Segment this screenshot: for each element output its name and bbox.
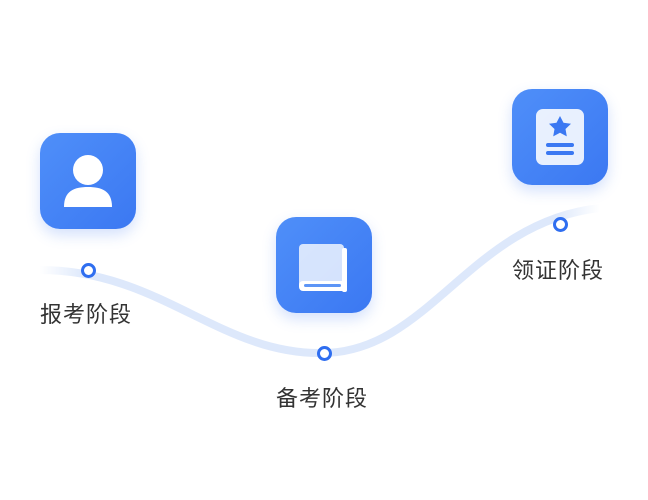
certificate-icon	[536, 109, 584, 165]
stage-register-tile	[40, 133, 136, 229]
user-icon	[64, 155, 112, 207]
stage-exam-tile	[276, 217, 372, 313]
stage-cert-dot	[553, 217, 568, 232]
stage-register-label: 报考阶段	[40, 303, 133, 328]
stage-register-dot	[81, 263, 96, 278]
stage-exam-dot	[317, 346, 332, 361]
stage-cert-tile	[512, 89, 608, 185]
book-icon	[299, 244, 347, 292]
stage-cert-label: 领证阶段	[512, 259, 605, 284]
stage-exam-label: 备考阶段	[276, 387, 369, 412]
